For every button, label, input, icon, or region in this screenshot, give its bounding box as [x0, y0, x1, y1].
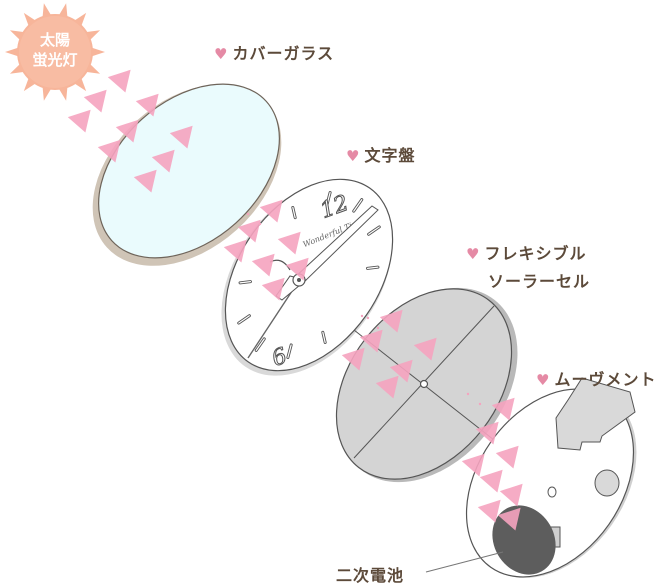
hour-marker [238, 315, 250, 324]
label-movement: ♥ムーヴメント [536, 370, 657, 389]
light-dots [246, 212, 482, 406]
hour-marker [287, 344, 292, 359]
label-cover-glass: ♥カバーガラス [214, 44, 335, 63]
movement-circuit [555, 377, 636, 451]
hour-marker [326, 191, 331, 206]
battery-leader-line [425, 551, 504, 573]
light-dot [258, 222, 262, 226]
sun-icon [5, 3, 105, 101]
light-dot [360, 314, 364, 318]
hour-markers [237, 191, 381, 359]
light-dot [376, 326, 380, 330]
heart-icon: ♥ [536, 371, 551, 389]
heart-icon: ♥ [346, 147, 361, 165]
hour-marker [292, 206, 296, 219]
label-battery: 二次電池 [336, 566, 405, 585]
movement-part [594, 469, 620, 497]
label-solar-cell: ♥フレキシブル ソーラーセル [466, 244, 591, 291]
sun-label-line1: 太陽 [39, 31, 70, 49]
label-solar-cell-line2: ソーラーセル [488, 272, 591, 291]
light-dot [478, 402, 482, 406]
movement [465, 377, 637, 578]
cover-glass [92, 83, 282, 266]
label-dial: ♥文字盤 [346, 146, 416, 165]
sun-label-line2: 蛍光灯 [32, 51, 78, 69]
light-arrow [67, 109, 97, 137]
hour-marker [368, 226, 380, 235]
sun-label: 太陽 蛍光灯 [14, 30, 96, 70]
heart-icon: ♥ [466, 245, 481, 263]
hour-marker [255, 338, 265, 351]
hour-marker [322, 331, 326, 344]
light-dot [246, 212, 250, 216]
heart-icon: ♥ [214, 45, 229, 63]
light-dot [366, 316, 370, 320]
hour-marker [353, 199, 363, 212]
hour-marker [239, 281, 252, 284]
dial-face: 12 6 Wonderful Time [221, 178, 394, 376]
light-arrow [107, 69, 137, 97]
hour-marker [366, 266, 379, 269]
light-dot [466, 392, 470, 396]
